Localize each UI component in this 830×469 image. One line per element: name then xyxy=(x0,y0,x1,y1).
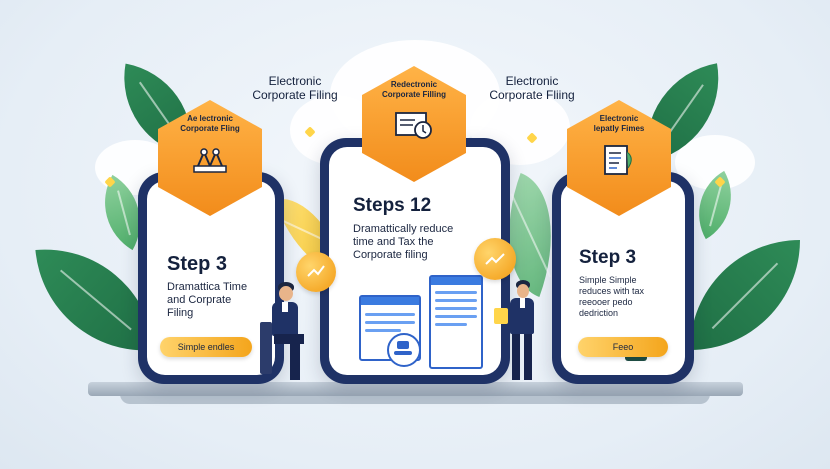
coin-icon xyxy=(474,238,516,280)
badge-right-label: Electronic lepatly Fimes xyxy=(593,114,645,133)
person-sitting xyxy=(254,282,314,386)
badge-left-label: Ae lectronic Corporate Fling xyxy=(180,114,240,133)
document-icon xyxy=(429,275,483,369)
person-standing xyxy=(494,280,544,386)
card-center-title: Steps 12 xyxy=(353,195,432,216)
card-right-body: Simple Simple reduces with tax reeooer p… xyxy=(579,275,645,318)
card-right-button[interactable]: Feeo xyxy=(578,337,668,357)
coin-icon xyxy=(296,252,336,292)
laptop-shadow xyxy=(120,394,710,404)
scales-icon xyxy=(193,148,227,173)
card-left-body: Dramattica Time and Corprate Filing xyxy=(167,281,248,319)
leaf-icon xyxy=(690,240,800,350)
floating-label-right: Electronic Corporate Fliing xyxy=(489,74,575,102)
card-left-button[interactable]: Simple endles xyxy=(160,337,252,357)
floating-label-left: Electronic Corporate Filing xyxy=(252,74,338,102)
laptop-base xyxy=(88,382,743,396)
card-right-title: Step 3 xyxy=(579,247,637,268)
clipboard-icon xyxy=(604,145,632,175)
badge-center: Redectronic Corporate Filling xyxy=(362,66,466,182)
drawer-icon xyxy=(395,112,432,139)
stamp-icon xyxy=(387,333,421,367)
card-left-title: Step 3 xyxy=(167,253,228,275)
card-center-body: Dramattically reduce time and Tax the Co… xyxy=(353,223,454,261)
badge-center-label: Redectronic Corporate Filling xyxy=(382,80,446,99)
leaf-icon xyxy=(35,240,155,360)
